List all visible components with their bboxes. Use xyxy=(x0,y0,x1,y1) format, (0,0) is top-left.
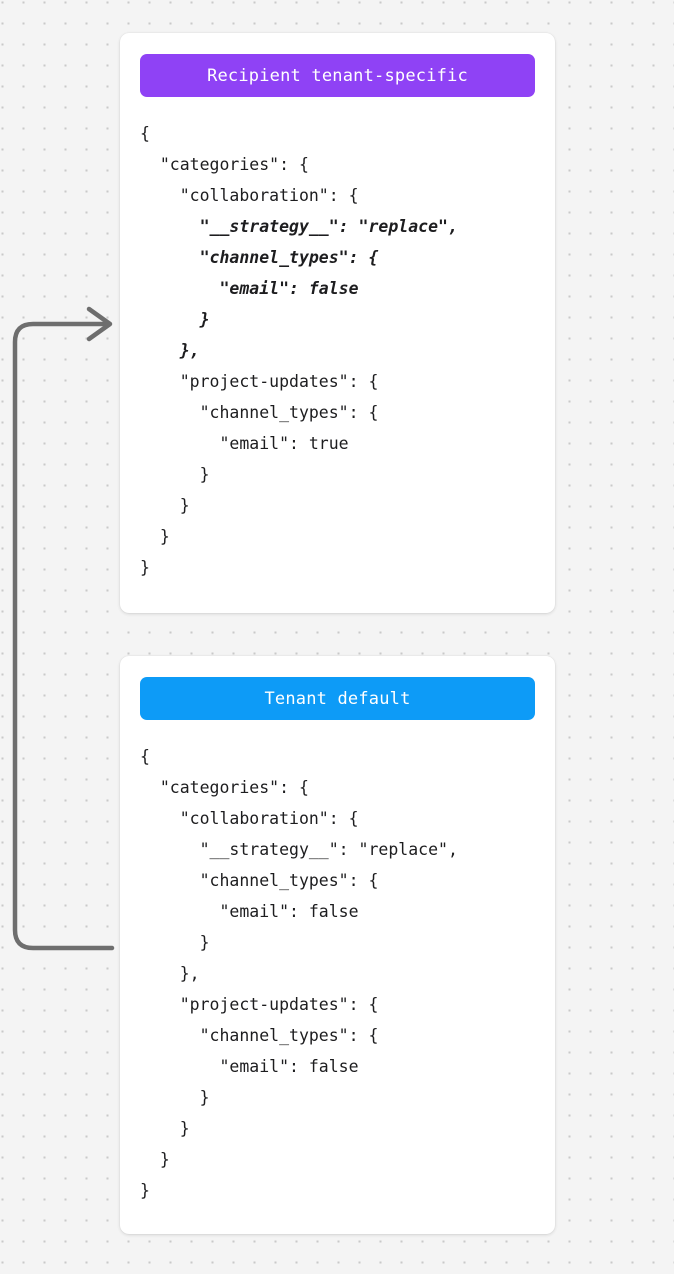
card-tenant-default: Tenant default { "categories": { "collab… xyxy=(120,656,555,1234)
card-header-label: Recipient tenant-specific xyxy=(207,65,468,86)
code-line: } xyxy=(140,496,190,515)
code-line: { xyxy=(140,747,150,766)
code-line: "__strategy__": "replace", xyxy=(140,840,458,859)
code-line: }, xyxy=(140,341,200,360)
code-line: "categories": { xyxy=(140,155,309,174)
code-line: "categories": { xyxy=(140,778,309,797)
arrow-path xyxy=(12,321,115,951)
code-line: "channel_types": { xyxy=(140,403,379,422)
code-line: "email": true xyxy=(140,434,349,453)
code-line: "email": false xyxy=(140,902,359,921)
code-line: "project-updates": { xyxy=(140,995,379,1014)
card-header-recipient-tenant-specific: Recipient tenant-specific xyxy=(140,54,535,97)
code-line: }, xyxy=(140,964,200,983)
card-recipient-tenant-specific: Recipient tenant-specific { "categories"… xyxy=(120,33,555,613)
code-line: } xyxy=(140,933,210,952)
code-line: "project-updates": { xyxy=(140,372,379,391)
code-line: } xyxy=(140,1088,210,1107)
code-line: "channel_types": { xyxy=(140,871,379,890)
code-line: } xyxy=(140,1181,150,1200)
code-line: } xyxy=(140,1150,170,1169)
code-line: } xyxy=(140,465,210,484)
code-line: } xyxy=(140,310,210,329)
code-line: { xyxy=(140,124,150,143)
code-line: "collaboration": { xyxy=(140,809,359,828)
code-line: } xyxy=(140,1119,190,1138)
card-header-tenant-default: Tenant default xyxy=(140,677,535,720)
code-line: } xyxy=(140,558,150,577)
code-line: "email": false xyxy=(140,1057,359,1076)
code-line: "email": false xyxy=(140,279,359,298)
json-code-block-recipient: { "categories": { "collaboration": { "__… xyxy=(140,118,535,583)
arrow-head-icon xyxy=(86,306,113,342)
code-line: "channel_types": { xyxy=(140,248,379,267)
card-header-label: Tenant default xyxy=(264,688,411,709)
code-line: "collaboration": { xyxy=(140,186,359,205)
json-code-block-tenant-default: { "categories": { "collaboration": { "__… xyxy=(140,741,535,1206)
code-line: } xyxy=(140,527,170,546)
code-line: "channel_types": { xyxy=(140,1026,379,1045)
code-line: "__strategy__": "replace", xyxy=(140,217,458,236)
